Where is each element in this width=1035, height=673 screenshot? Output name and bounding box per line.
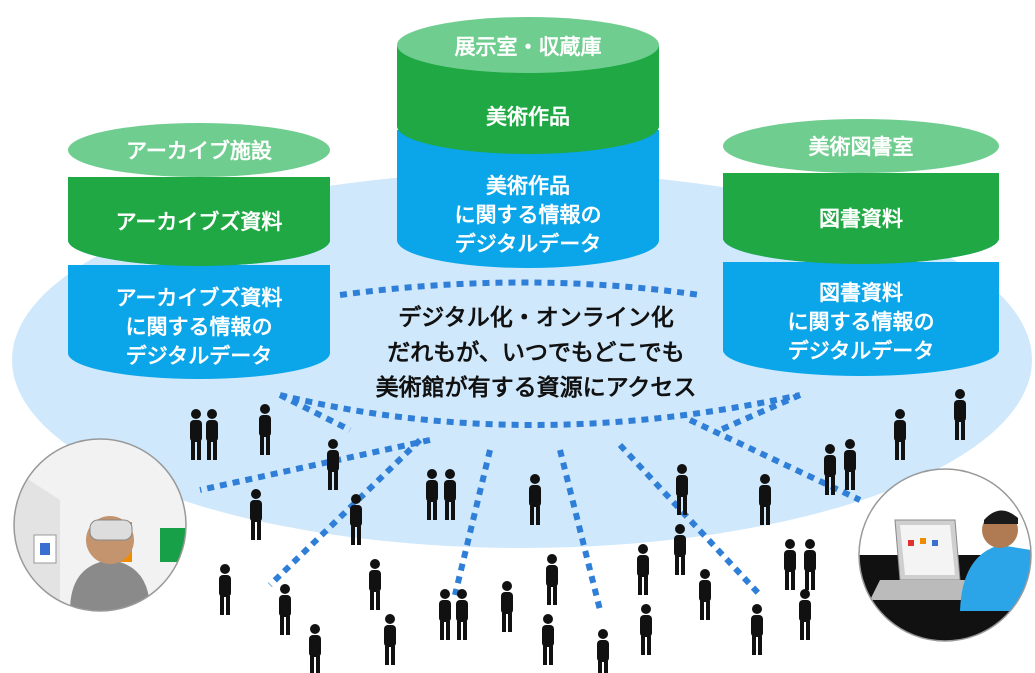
person-icon [384, 614, 396, 665]
connection-line [617, 442, 763, 598]
archive-data-line1: アーカイブズ資料 [116, 286, 283, 310]
person-icon [799, 589, 811, 640]
person-icon [501, 581, 513, 632]
person-icon [637, 544, 649, 595]
person-icon [640, 604, 652, 655]
library-data-line2: に関する情報の [788, 310, 935, 334]
center-message-line1: デジタル化・オンライン化 [398, 304, 674, 331]
museum-data-line3: デジタルデータ [455, 232, 602, 256]
connection-line [267, 437, 423, 588]
library-mid-label: 図書資料 [819, 207, 903, 231]
person-icon [309, 624, 321, 673]
museum-top-label: 展示室・収蔵庫 [455, 35, 602, 59]
library-data-line3: デジタルデータ [788, 339, 935, 363]
person-icon [699, 569, 711, 620]
connection-arc [279, 392, 801, 428]
person-icon [250, 489, 262, 540]
vr-headset-viewer-icon [13, 438, 187, 612]
archive-data-line2: に関する情報の [126, 315, 273, 339]
connection-arc-top [339, 279, 701, 298]
person-icon [439, 589, 451, 640]
connection-line [278, 392, 352, 433]
person-icon [597, 629, 609, 673]
center-message-line2: だれもが、いつでもどこでも [387, 339, 684, 366]
cylinder-archive: アーカイブ施設 アーカイブズ資料 アーカイブズ資料 に関する情報の デジタルデー… [68, 123, 330, 379]
connection-lines [199, 279, 862, 611]
person-icon [542, 614, 554, 665]
person-icon [751, 604, 763, 655]
person-icon [369, 559, 381, 610]
center-message: デジタル化・オンライン化 だれもが、いつでもどこでも 美術館が有する資源にアクセ… [376, 304, 697, 401]
museum-mid-label: 美術作品 [486, 105, 570, 129]
connection-line [718, 392, 802, 433]
library-top-label: 美術図書室 [809, 135, 914, 159]
library-data-line1: 図書資料 [819, 281, 903, 305]
person-icon [674, 524, 686, 575]
museum-data-line2: に関する情報の [455, 203, 602, 227]
archive-data-line3: デジタルデータ [126, 344, 273, 368]
archive-top-label: アーカイブ施設 [126, 139, 273, 163]
cylinder-museum: 展示室・収蔵庫 美術作品 美術作品 に関する情報の デジタルデータ [397, 17, 659, 268]
museum-data-line1: 美術作品 [486, 174, 570, 198]
cylinder-library: 美術図書室 図書資料 図書資料 に関する情報の デジタルデータ [723, 119, 999, 376]
center-message-line3: 美術館が有する資源にアクセス [376, 374, 697, 401]
person-icon [456, 589, 468, 640]
connection-line [557, 449, 603, 611]
connection-line [199, 437, 431, 493]
person-icon [784, 539, 796, 590]
laptop-user-icon [858, 468, 1032, 642]
person-icon [804, 539, 816, 590]
person-icon [546, 554, 558, 605]
person-icon [279, 584, 291, 635]
archive-mid-label: アーカイブズ資料 [116, 210, 283, 234]
person-icon [219, 564, 231, 615]
